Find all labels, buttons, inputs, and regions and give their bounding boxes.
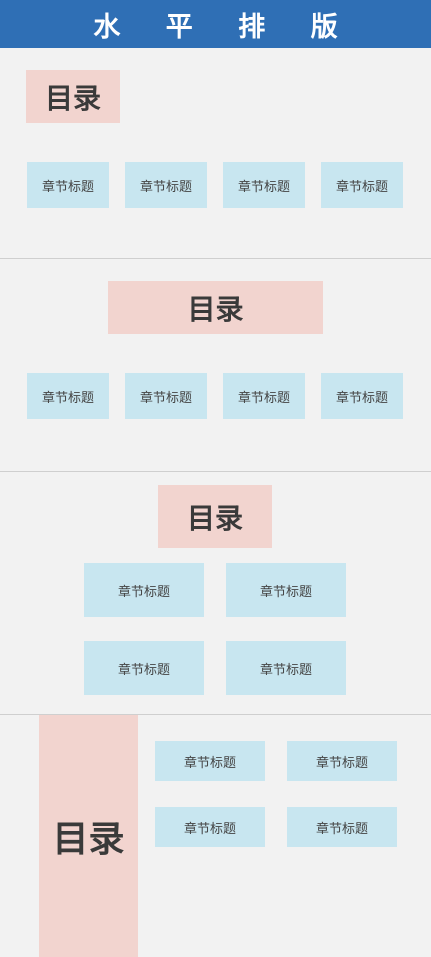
layout-panel-4: 目录 章节标题 章节标题 章节标题 章节标题 <box>0 715 431 957</box>
chapter-title-box: 章节标题 <box>226 563 346 617</box>
toc-label: 目录 <box>158 485 272 548</box>
chapter-title-box: 章节标题 <box>321 162 403 208</box>
chapter-title-box: 章节标题 <box>27 373 109 419</box>
chapter-title-box: 章节标题 <box>287 807 397 847</box>
chapter-title-box: 章节标题 <box>84 641 204 695</box>
toc-label: 目录 <box>108 281 323 334</box>
chapter-title-box: 章节标题 <box>125 162 207 208</box>
chapter-title-box: 章节标题 <box>84 563 204 617</box>
layout-panel-2: 目录 章节标题 章节标题 章节标题 章节标题 <box>0 259 431 472</box>
chapter-title-box: 章节标题 <box>223 373 305 419</box>
chapter-title-box: 章节标题 <box>125 373 207 419</box>
chapter-title-box: 章节标题 <box>223 162 305 208</box>
chapter-title-box: 章节标题 <box>287 741 397 781</box>
chapter-title-box: 章节标题 <box>155 741 265 781</box>
chapter-title-box: 章节标题 <box>226 641 346 695</box>
chapter-title-box: 章节标题 <box>321 373 403 419</box>
chapter-title-box: 章节标题 <box>27 162 109 208</box>
layout-panel-1: 目录 章节标题 章节标题 章节标题 章节标题 <box>0 48 431 259</box>
page-title: 水 平 排 版 <box>0 0 431 48</box>
toc-label: 目录 <box>26 70 120 123</box>
toc-label: 目录 <box>39 715 138 957</box>
layout-panel-3: 目录 章节标题 章节标题 章节标题 章节标题 <box>0 472 431 715</box>
chapter-title-box: 章节标题 <box>155 807 265 847</box>
